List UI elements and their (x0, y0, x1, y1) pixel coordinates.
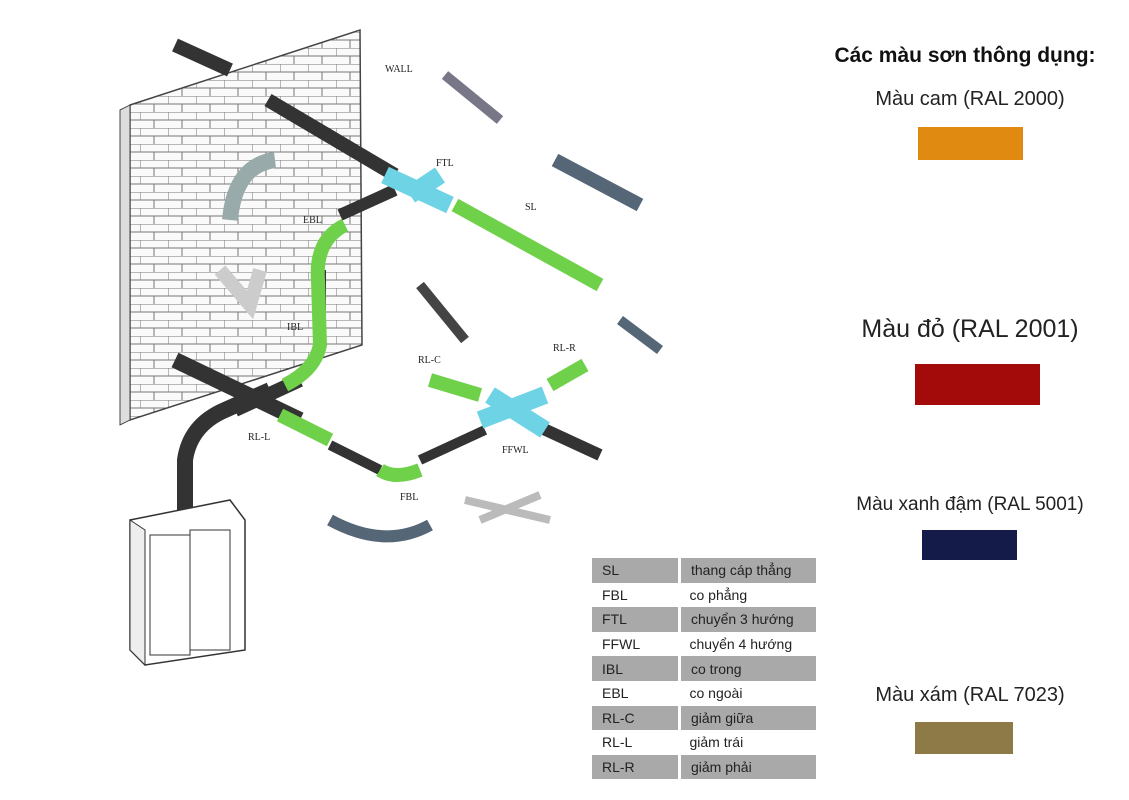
label-rl-r: RL-R (553, 343, 576, 354)
desc-cell: co phẳng (689, 586, 748, 603)
code-cell: RL-C (592, 705, 681, 731)
label-rl-l: RL-L (248, 432, 270, 443)
color-name-grey: Màu xám (RAL 7023) (875, 684, 1065, 706)
green-fittings (276, 198, 604, 482)
code-cell: IBL (592, 656, 681, 681)
product-images (214, 71, 663, 543)
code-cell: FTL (592, 607, 681, 632)
color-name-dark-blue: Màu xanh đậm (RAL 5001) (856, 494, 1084, 515)
swatch-dark-blue (922, 530, 1017, 560)
label-fbl: FBL (400, 492, 418, 503)
dark-trays (171, 38, 603, 550)
swatch-orange (918, 127, 1023, 160)
color-name-red: Màu đỏ (RAL 2001) (861, 315, 1079, 343)
swatch-red (915, 364, 1040, 405)
table-row: RL-L giảm trái (592, 730, 816, 755)
desc-cell: co ngoài (689, 685, 743, 702)
electrical-cabinet (129, 499, 246, 667)
cyan-fittings (381, 166, 550, 438)
desc-cell: giảm trái (689, 734, 744, 751)
desc-cell: co trong (679, 656, 816, 681)
cable-tray-diagram: WALL FTL SL EBL IBL RL-C RL-R RL-L FFWL … (119, 28, 663, 667)
code-cell: FBL (602, 586, 628, 603)
desc-cell: chuyển 3 hướng (679, 607, 816, 632)
table-row: FFWL chuyển 4 hướng (592, 632, 816, 657)
code-cell: RL-R (592, 754, 681, 780)
label-ftl: FTL (436, 158, 454, 169)
label-wall: WALL (385, 64, 413, 75)
brick-wall (119, 28, 363, 426)
desc-cell: giảm phải (679, 754, 816, 780)
label-ffwl: FFWL (502, 445, 529, 456)
table-row: FBL co phẳng (592, 583, 816, 608)
table-row: EBL co ngoài (592, 681, 816, 706)
code-cell: FFWL (602, 636, 641, 653)
color-name-orange: Màu cam (RAL 2000) (875, 88, 1065, 110)
label-rl-c: RL-C (418, 355, 441, 366)
label-ibl: IBL (287, 322, 303, 333)
code-cell: SL (592, 558, 681, 583)
code-cell: RL-L (602, 734, 633, 751)
label-ebl: EBL (303, 215, 322, 226)
desc-cell: thang cáp thẳng (679, 558, 816, 583)
desc-cell: chuyển 4 hướng (689, 636, 793, 653)
desc-cell: giảm giữa (679, 705, 816, 731)
code-cell: EBL (602, 685, 629, 702)
label-sl: SL (525, 202, 537, 213)
paint-panel-title: Các màu sơn thông dụng: (834, 44, 1096, 67)
swatch-grey (915, 722, 1013, 754)
